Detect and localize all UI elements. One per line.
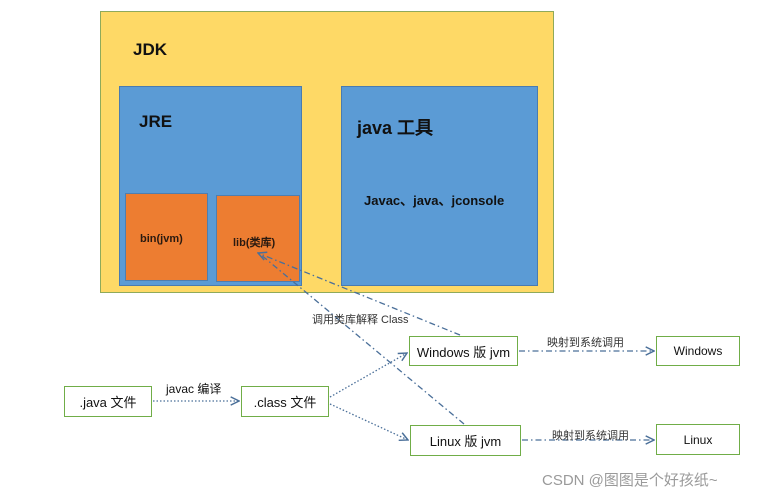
- lib-label: lib(类库): [233, 237, 276, 249]
- linux-jvm-label: Linux 版 jvm: [429, 434, 502, 449]
- watermark: CSDN @图图是个好孩纸~: [542, 472, 718, 489]
- windows-jvm-node: Windows 版 jvm: [409, 336, 518, 366]
- jdk-title: JDK: [133, 40, 168, 59]
- bin-jvm-box: [125, 193, 208, 281]
- windows-os-node: Windows: [656, 336, 740, 366]
- map-linux-edge-label: 映射到系统调用: [552, 430, 629, 442]
- map-windows-edge-label: 映射到系统调用: [547, 337, 624, 349]
- java-tools-title: java 工具: [357, 118, 434, 138]
- compile-edge-label: javac 编译: [166, 380, 221, 397]
- class-file-label: .class 文件: [253, 395, 317, 410]
- java-tools-list: Javac、java、jconsole: [364, 193, 505, 208]
- java-file-label: .java 文件: [79, 395, 137, 410]
- class-to-linux-jvm-edge: [329, 403, 408, 440]
- windows-jvm-label: Windows 版 jvm: [416, 344, 511, 360]
- class-file-node: .class 文件: [241, 386, 329, 417]
- class-to-windows-jvm-edge: [329, 353, 407, 398]
- java-file-node: .java 文件: [64, 386, 152, 417]
- call-lib-edge-label: 调用类库解释 Class: [312, 314, 409, 326]
- linux-os-label: Linux: [683, 432, 713, 447]
- windows-os-label: Windows: [673, 344, 723, 358]
- compile-edge-text: javac 编译: [166, 382, 222, 396]
- jre-title: JRE: [139, 112, 173, 131]
- linux-jvm-node: Linux 版 jvm: [410, 425, 521, 456]
- linux-os-node: Linux: [656, 424, 740, 455]
- bin-jvm-label: bin(jvm): [140, 233, 183, 245]
